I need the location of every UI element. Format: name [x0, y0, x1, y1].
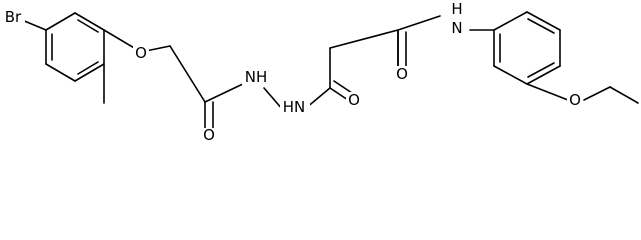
atom-br: Br [5, 8, 22, 26]
bonds [21, 11, 639, 141]
bond-c-o2-double-2 [333, 80, 353, 94]
bond-c-br [21, 19, 47, 31]
bond-ethyl-ch3 [609, 86, 639, 104]
atom-n-nh3: N [451, 19, 462, 37]
atom-hn2: HN [283, 98, 306, 116]
bond-ring2-b-inner [527, 18, 555, 34]
bond-ring1-a [45, 12, 76, 31]
atom-nh1: NH [245, 68, 268, 86]
bond-o-ch2-ethyl [583, 86, 611, 101]
bond-c-n [397, 15, 441, 31]
bond-ring2-d [526, 65, 561, 85]
atom-o-amide3: O [396, 65, 408, 83]
bond-c-nh [204, 81, 248, 103]
atom-o-amide1: O [203, 126, 215, 144]
bond-c-o2-double [329, 87, 349, 101]
atom-o-amide2: O [348, 91, 360, 109]
bond-ring1-e [45, 63, 76, 82]
bond-ring1-b [74, 12, 105, 31]
bond-ring2-e [493, 65, 528, 85]
bond-ring1-d [74, 63, 105, 82]
bond-nh-hn [263, 87, 284, 111]
atom-h-nh3: H [451, 0, 462, 18]
bond-ring2-a [493, 11, 528, 31]
bond-ring1-b-inner [77, 19, 99, 33]
chemical-structure-diagram: Br O O NH HN O O H N O [1, 0, 639, 144]
atom-o-ether: O [135, 44, 147, 62]
bond-ch2-c [169, 45, 206, 103]
bond-ring2-d-inner [527, 62, 555, 78]
bond-ring1-d-inner [77, 61, 99, 75]
atom-labels: Br O O NH HN O O H N O [1, 0, 583, 144]
atom-o-ethoxy: O [569, 91, 581, 109]
bond-ch2a-ch2b [329, 29, 399, 49]
bond-ring2-b [526, 11, 561, 31]
bond-ring2-o [526, 83, 569, 101]
